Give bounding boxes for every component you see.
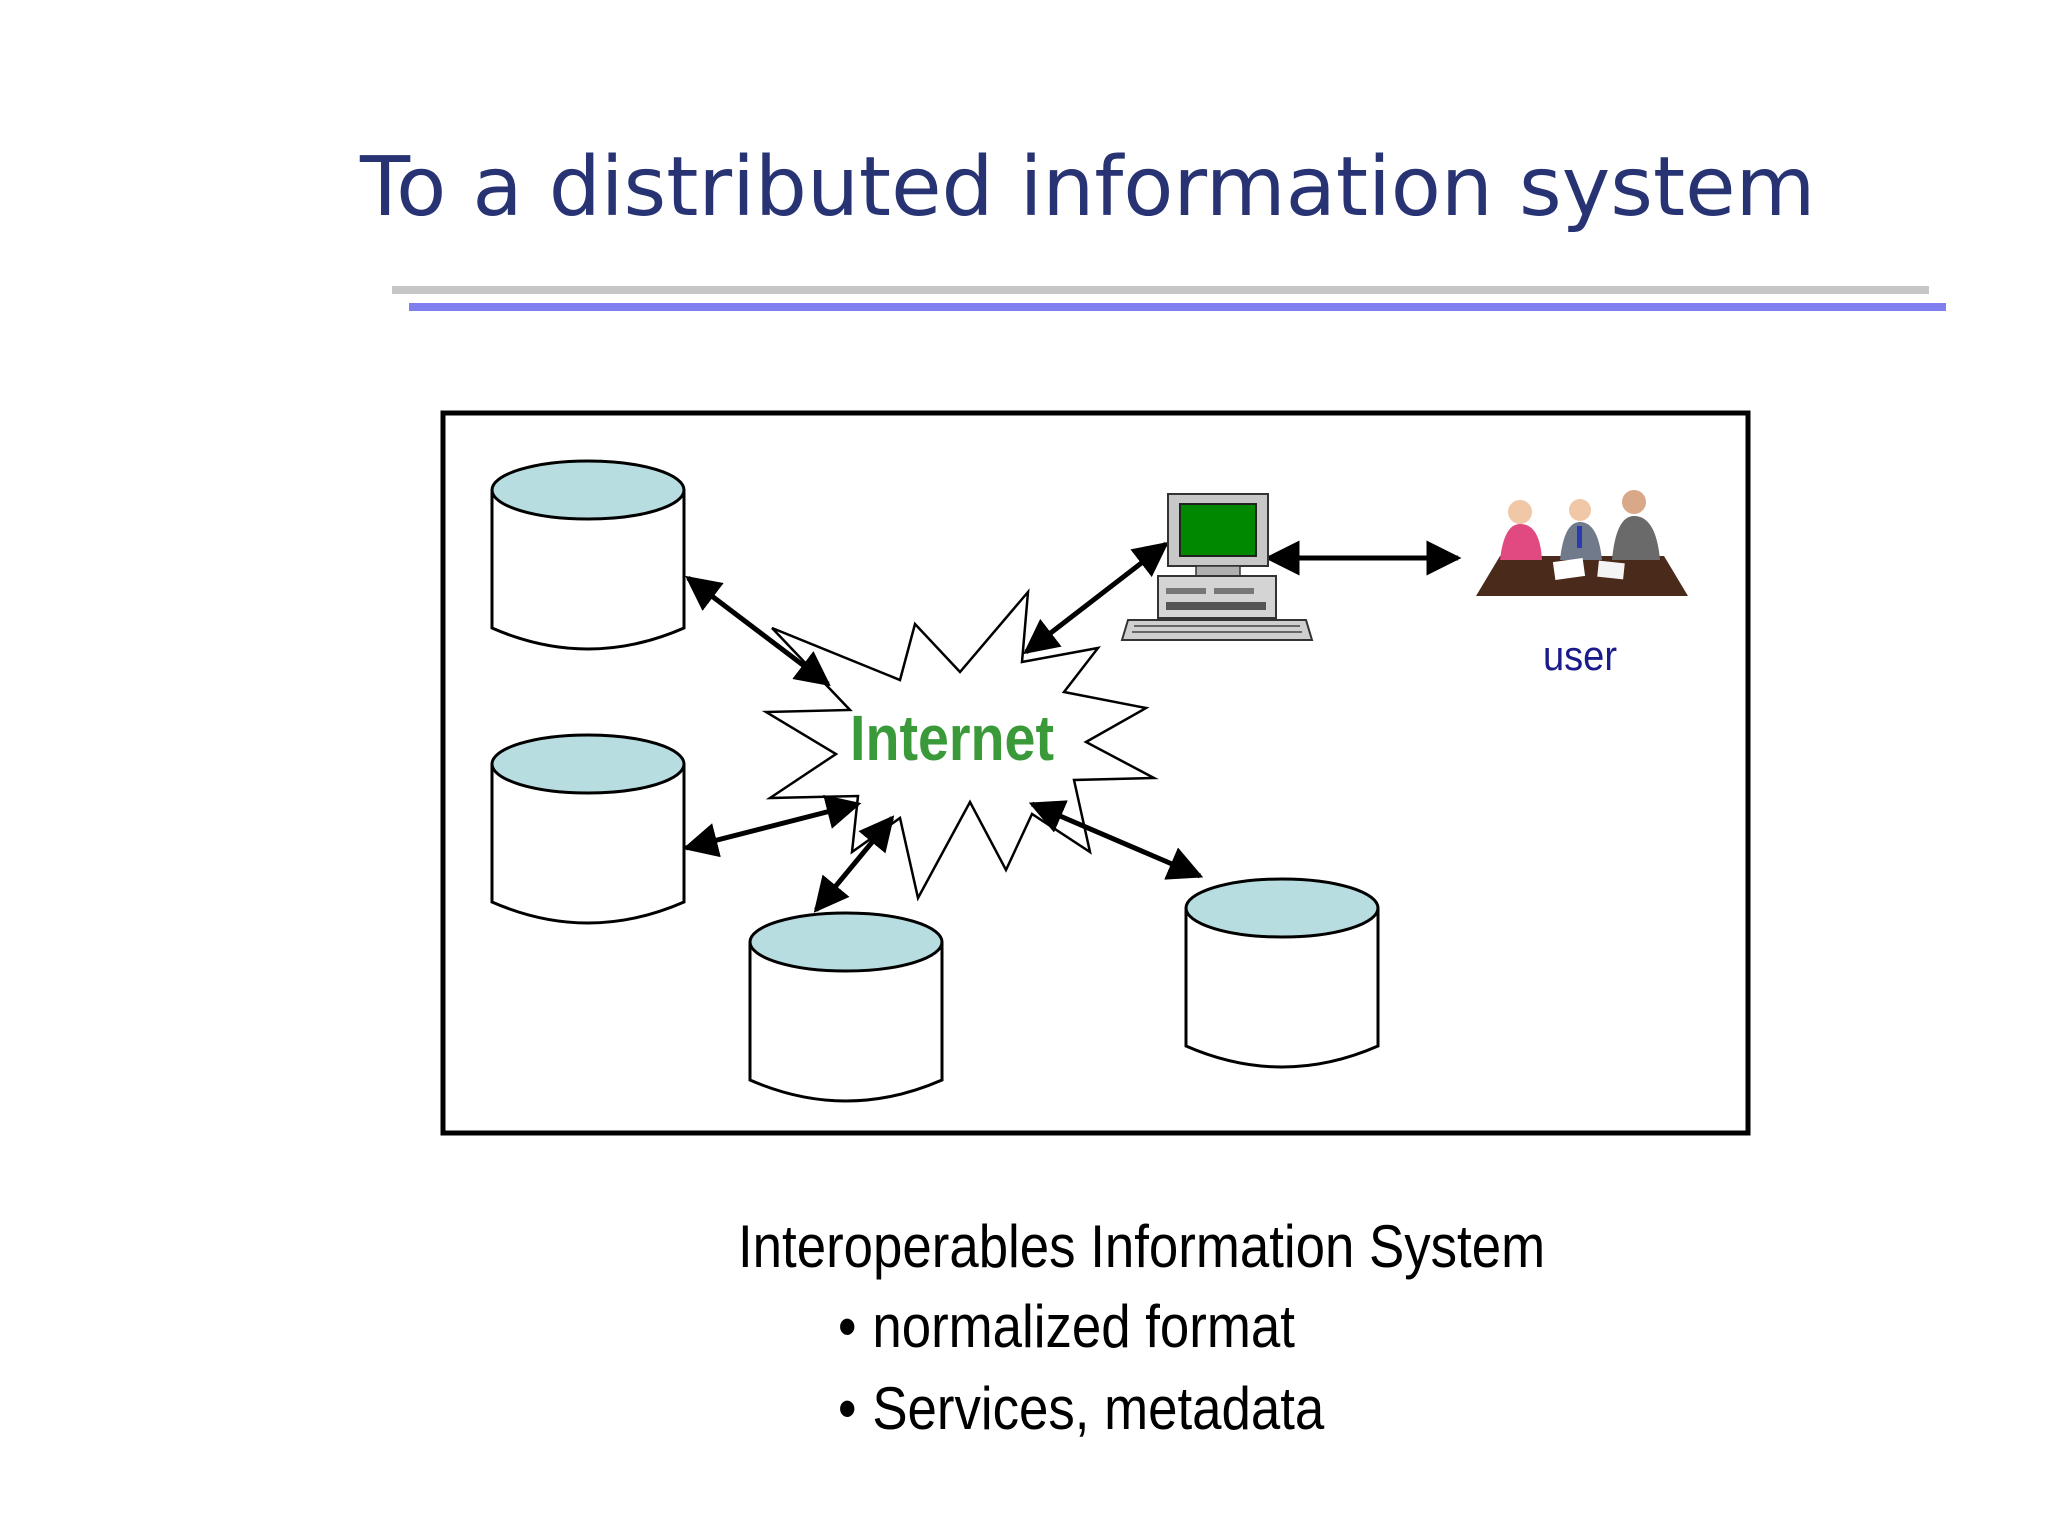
- connection-arrows: [682, 540, 1462, 913]
- user-label: user: [1543, 632, 1617, 679]
- caption-bullet-list: •normalized format •Services, metadata: [738, 1286, 1655, 1450]
- bullet-item: •Services, metadata: [838, 1368, 1557, 1450]
- caption-block: Interoperables Information System •norma…: [738, 1208, 1655, 1450]
- desktop-computer-icon: [1120, 493, 1314, 641]
- bullet-text: Services, metadata: [872, 1375, 1325, 1442]
- bullet-item: •normalized format: [838, 1286, 1557, 1368]
- database-cylinder-icon: [490, 733, 686, 925]
- meeting-people-icon: [1476, 490, 1688, 596]
- bullet-icon: •: [838, 1293, 857, 1360]
- internet-label: Internet: [850, 702, 1054, 774]
- arrow-db1-internet: [685, 575, 831, 687]
- bullet-text: normalized format: [872, 1293, 1295, 1360]
- arrow-internet-computer: [1023, 541, 1169, 655]
- database-cylinder-icon: [748, 911, 944, 1103]
- diagram-frame: [440, 410, 1751, 1136]
- arrow-db3-internet: [813, 815, 895, 913]
- title-underline-blue: [409, 303, 1946, 311]
- arrow-db2-internet: [682, 794, 862, 858]
- database-cylinder-icon: [1184, 877, 1380, 1069]
- arrow-db4-internet: [1028, 800, 1204, 880]
- slide-title: To a distributed information system: [360, 140, 1816, 235]
- caption-heading: Interoperables Information System: [738, 1213, 1546, 1280]
- title-underline-gray: [392, 286, 1929, 294]
- bullet-icon: •: [838, 1375, 857, 1442]
- database-cylinder-icon: [490, 459, 686, 651]
